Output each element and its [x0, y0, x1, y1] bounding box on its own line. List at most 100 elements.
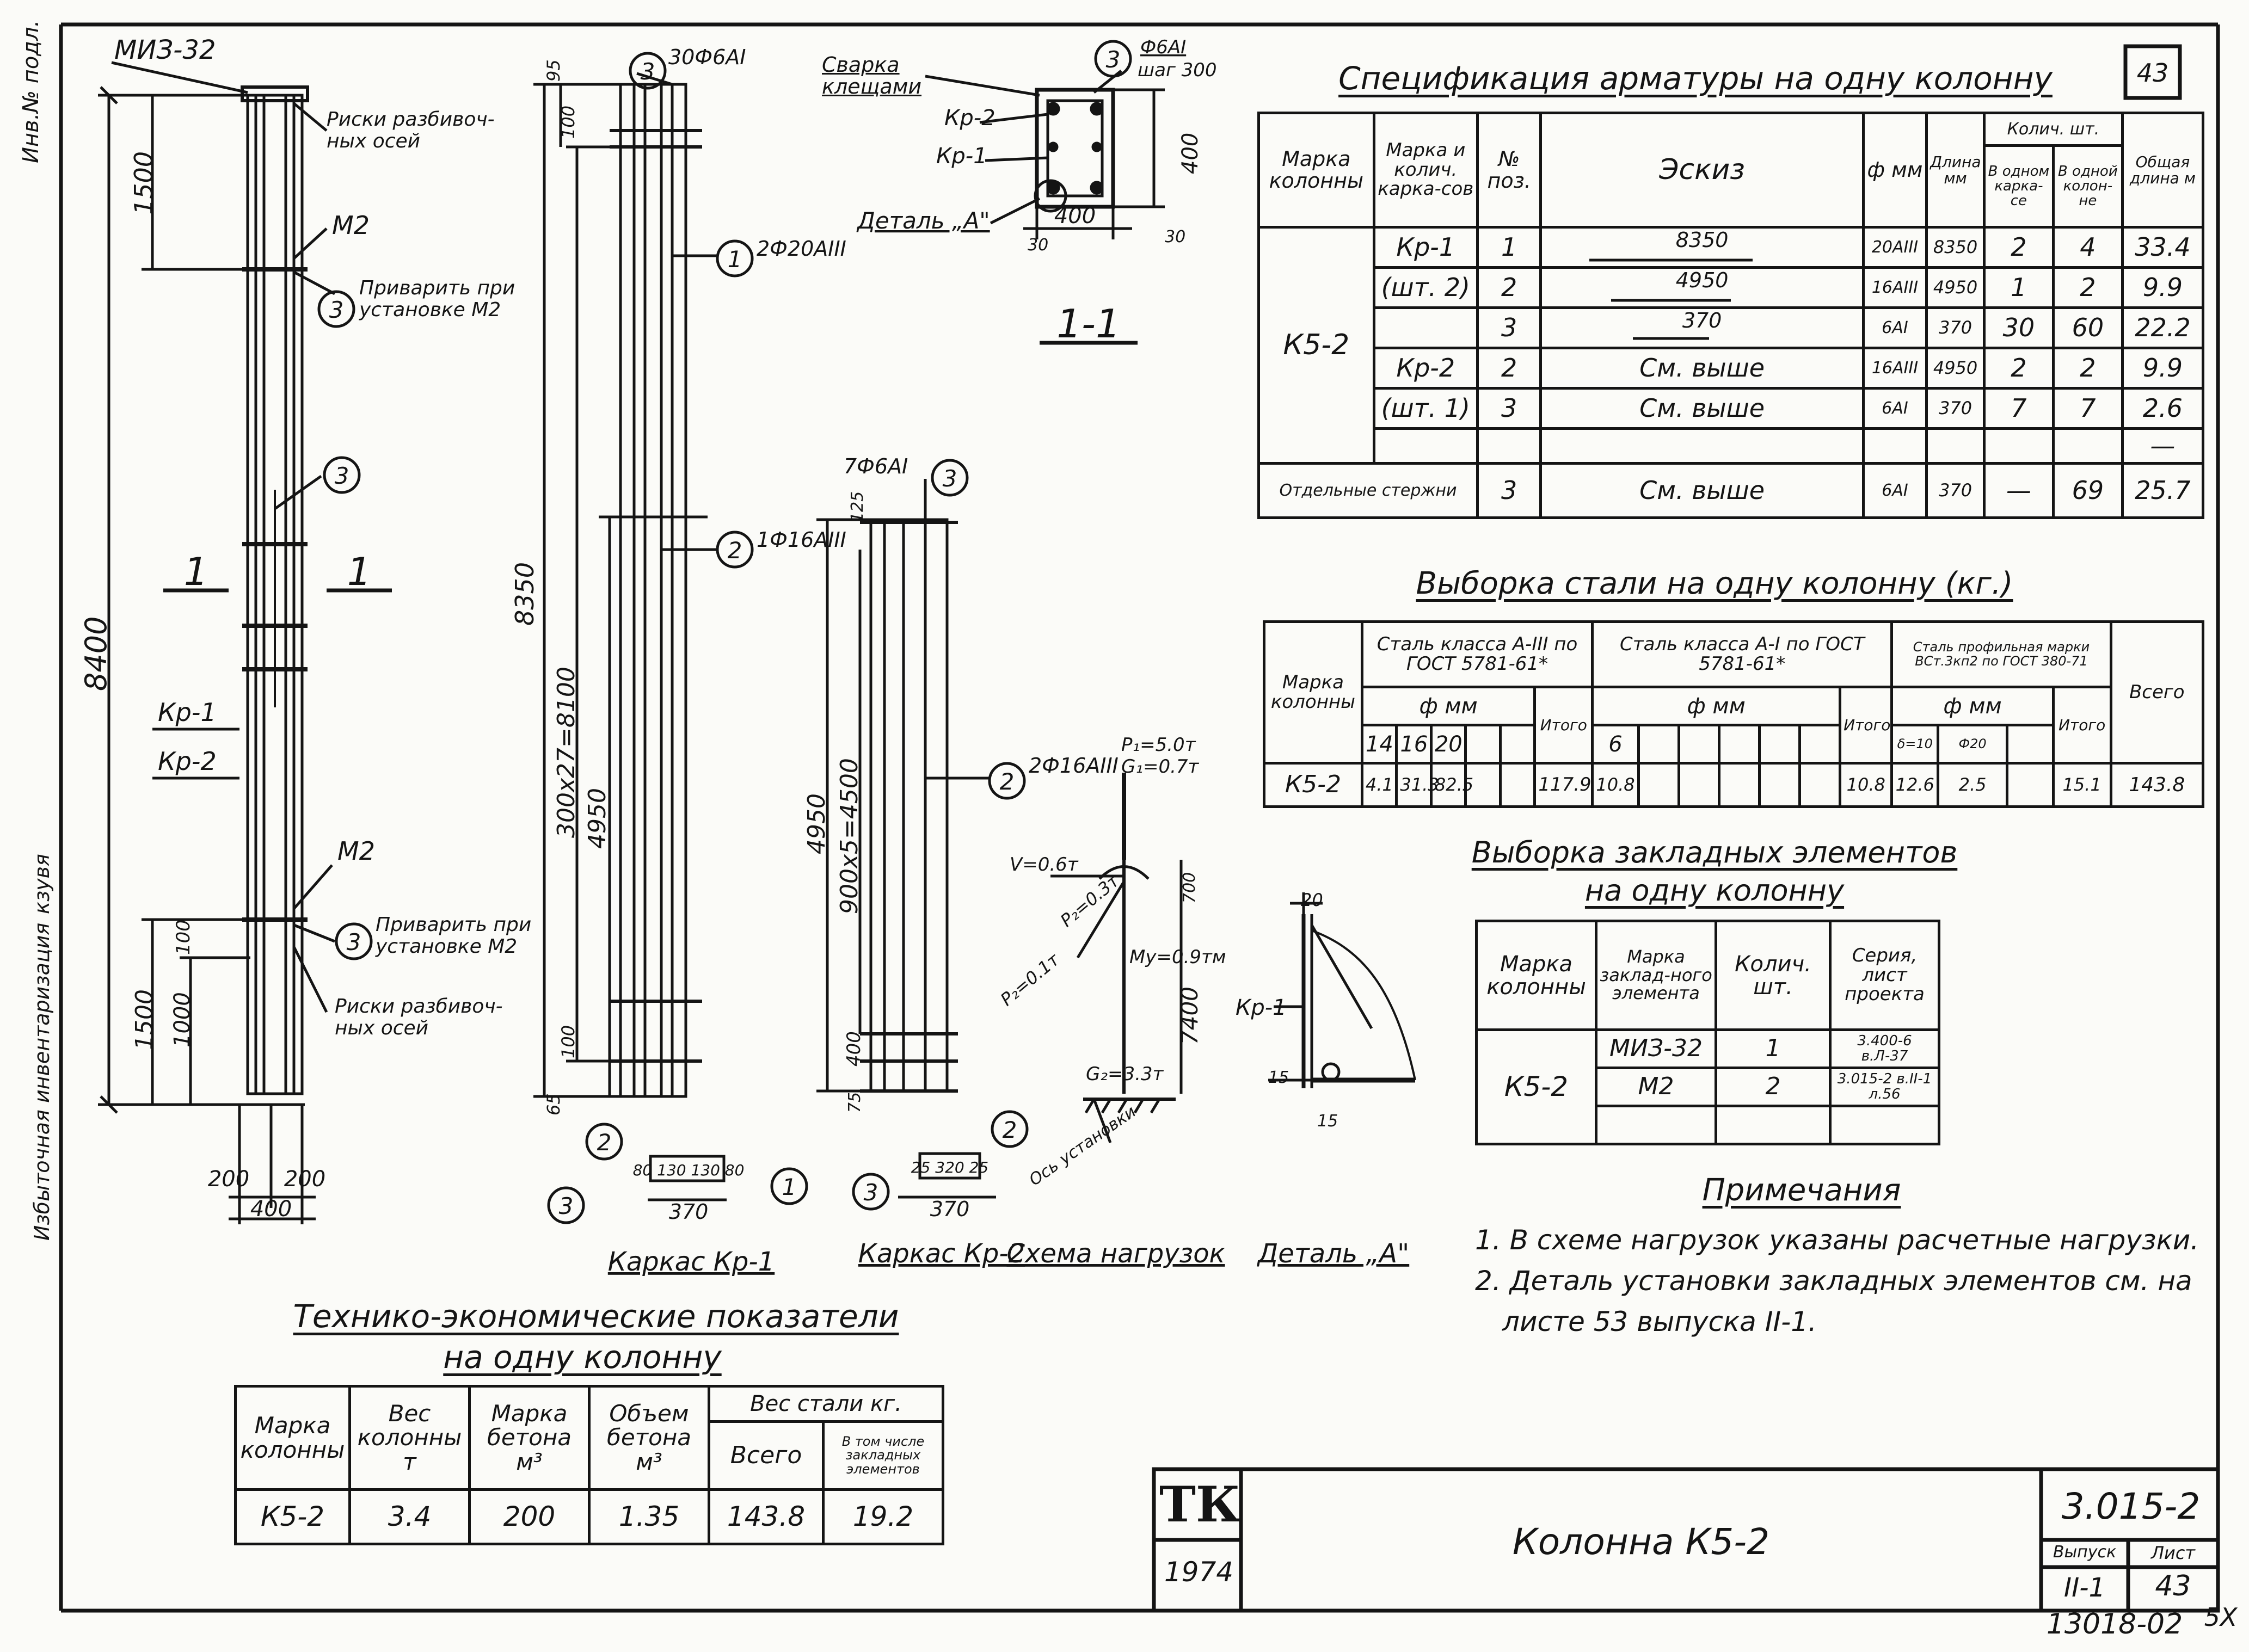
bar-circle-bottom: [335, 922, 373, 960]
dim-100: 100: [173, 920, 194, 955]
spec-h-pos: № поз.: [1476, 112, 1543, 229]
tep-h-mark: Марка колонны: [234, 1385, 351, 1491]
spec-cell-qf: 1: [1982, 266, 2055, 309]
spec-row: (шт. 2) 2 4950 16АIII 4950 1 2 9.9: [1259, 266, 2205, 309]
frame-kr2-label: Кр-2: [158, 747, 217, 776]
steel-table-title: Выборка стали на одну колонну (кг.): [1416, 566, 2013, 601]
steel-cell: 2.5: [1937, 762, 2009, 808]
spec-cell-frame: Кр-1: [1372, 226, 1479, 269]
kr1-dim-100b: 100: [558, 1025, 579, 1058]
load-scheme-drawing: P₁=5.0т G₁=0.7т V=0.6т P₂=0.3т P₂=0.1т M…: [997, 734, 1226, 1269]
steel-g3-dia: δ=10: [1890, 724, 1940, 765]
steel-cell-itogo1: 117.9: [1533, 762, 1594, 808]
steel-g1-dia: [1464, 724, 1502, 765]
bar-circle-bottom-num: 3: [347, 929, 361, 956]
sheet-badge-frame: [2123, 44, 2182, 100]
sec-kr1: Кр-1: [936, 144, 987, 169]
kr2-sec-width: 370: [930, 1197, 970, 1221]
kr1-bar2-label: 1Ф16АIII: [757, 528, 846, 552]
sec-bar-step: шаг 300: [1138, 59, 1217, 81]
spec-cell-sketch: См. выше: [1539, 387, 1865, 430]
spec-table-title: Спецификация арматуры на одну колонну: [1338, 60, 2053, 97]
spec-cell-pos: 2: [1476, 266, 1543, 309]
tep-cell-volume: 1.35: [588, 1488, 710, 1545]
steel-g2-dia: 6: [1591, 724, 1640, 765]
emb-cell-el: [1595, 1105, 1717, 1145]
steel-cell: [1677, 762, 1720, 808]
weld-top-label: Приварить при установке М2: [359, 277, 515, 321]
sec-bar-num: 3: [1106, 46, 1121, 73]
spec-cell-tot: —: [2121, 427, 2205, 465]
spec-cell-dia: 6АI: [1861, 387, 1928, 430]
tep-cell-weight: 3.4: [348, 1488, 471, 1545]
steel-cell: [1637, 762, 1680, 808]
steel-h-mark: Марка колонны: [1263, 620, 1363, 765]
spec-cell-pos: 3: [1476, 387, 1543, 430]
spec-cell-pos: 3: [1476, 306, 1543, 349]
steel-g1-dia: 16: [1395, 724, 1433, 765]
kr2-bar3-num: 3: [943, 465, 957, 492]
kr1-dim-100: 100: [558, 106, 579, 139]
sec-dim-width: 400: [1054, 204, 1096, 229]
spec-cell-qc: 69: [2051, 462, 2124, 519]
spec-cell-tot: 22.2: [2121, 306, 2205, 349]
emb-row: К5-2 МИЗ-32 1 3.400-6 в.Л-37: [1475, 1028, 1940, 1145]
tep-cell-incl: 19.2: [821, 1488, 945, 1545]
title-block-sheet-value: 43: [2155, 1570, 2191, 1602]
steel-h-group1: Сталь класса А-III по ГОСТ 5781-61*: [1360, 620, 1594, 688]
spec-cell-dia: 16АIII: [1861, 266, 1928, 309]
stamp-number: 13018-02: [2046, 1608, 2183, 1641]
kr1-sec-num-1: 1: [782, 1174, 797, 1200]
load-caption: Схема нагрузок: [1006, 1238, 1225, 1269]
steel-cell: 82.5: [1429, 762, 1473, 808]
sec-dim-height: 400: [1178, 133, 1203, 174]
risks-top-label: Риски разбивоч-ных осей: [327, 108, 495, 152]
spec-cell-qf: 2: [1982, 226, 2055, 269]
load-axis: Ось установки: [1026, 1102, 1140, 1190]
width-right: 200: [284, 1167, 325, 1192]
tep-row: К5-2 3.4 200 1.35 143.8 19.2: [234, 1488, 945, 1545]
emb-cell-series: 3.015-2 в.II-1 л.56: [1829, 1067, 1940, 1107]
steel-cell: [1798, 762, 1842, 808]
spec-cell-frame: (шт. 2): [1372, 266, 1479, 309]
emb-h-series: Серия, лист проекта: [1829, 920, 1940, 1031]
spec-cell-tot: 9.9: [2121, 347, 2205, 390]
steel-cell: 10.8: [1591, 762, 1640, 808]
steel-h-group2: Сталь класса А-I по ГОСТ 5781-61*: [1591, 620, 1894, 688]
tep-cell-total: 143.8: [708, 1488, 825, 1545]
title-block-frame: [1152, 1467, 2220, 1613]
kr2-dim-4950: 4950: [803, 793, 831, 854]
spec-cell-qf: —: [1982, 462, 2055, 519]
spec-row: Отдельные стержни 3 См. выше 6АI 370 — 6…: [1257, 462, 2205, 519]
spec-cell-length: 370: [1925, 387, 1986, 430]
margin-archive-label: Избыточная инвентаризация: [30, 923, 54, 1241]
sec-weld-note: Сварка клещами: [822, 53, 922, 98]
sec-title: 1-1: [1056, 301, 1121, 347]
emb-cell-qty: 2: [1715, 1067, 1832, 1107]
spec-cell-sketch: [1539, 427, 1865, 465]
kr1-sec-width: 370: [669, 1200, 709, 1224]
steel-g2-dia: [1798, 724, 1842, 765]
sec-bar-label: Ф6АI: [1140, 36, 1186, 58]
steel-h-dia2: ф мм: [1591, 686, 1842, 726]
spec-row: К5-2 Кр-1 1 8350 20АIII 8350 2 4 33.4: [1257, 226, 2205, 465]
kr2-sec-dims: 25 320 25: [911, 1158, 989, 1176]
detail-caption: Деталь „А": [1257, 1238, 1409, 1269]
spec-cell-frame: Отдельные стержни: [1257, 462, 1479, 519]
spec-cell-length: 370: [1925, 462, 1986, 519]
steel-h-total: Всего: [2109, 620, 2204, 765]
spec-table: Марка колонны Марка и колич. карка-сов №…: [1257, 112, 2205, 519]
steel-h-itogo1: Итого: [1533, 686, 1594, 765]
steel-cell: [1758, 762, 1802, 808]
detail-dim-15: 15: [1268, 1068, 1289, 1087]
kr2-bar2-num: 2: [1000, 768, 1015, 795]
kr1-bar1-label: 2Ф20АIII: [757, 237, 846, 261]
spec-cell-frame: [1372, 427, 1479, 465]
kr2-bar2-label: 2Ф16АIII: [1029, 754, 1119, 778]
kr2-sec-num-2: 2: [1003, 1117, 1017, 1143]
spec-cell-dia: [1861, 427, 1928, 465]
load-dim-700: 700: [1180, 872, 1199, 903]
steel-cell-total: 143.8: [2109, 762, 2204, 808]
kr2-sec-circle-2: [991, 1110, 1029, 1148]
emb-cell-series: [1829, 1105, 1940, 1145]
